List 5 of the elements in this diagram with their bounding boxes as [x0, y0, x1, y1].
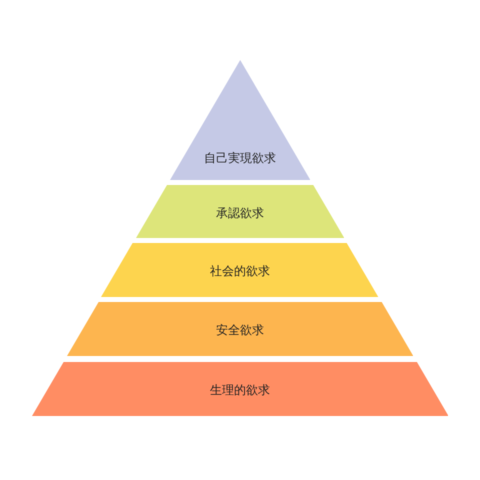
pyramid-level: 生理的欲求 [32, 362, 448, 416]
pyramid-level: 社会的欲求 [101, 243, 379, 297]
pyramid-level: 安全欲求 [66, 302, 414, 356]
pyramid-apex: 自己実現欲求 [170, 60, 310, 180]
pyramid-level: 承認欲求 [136, 185, 344, 238]
